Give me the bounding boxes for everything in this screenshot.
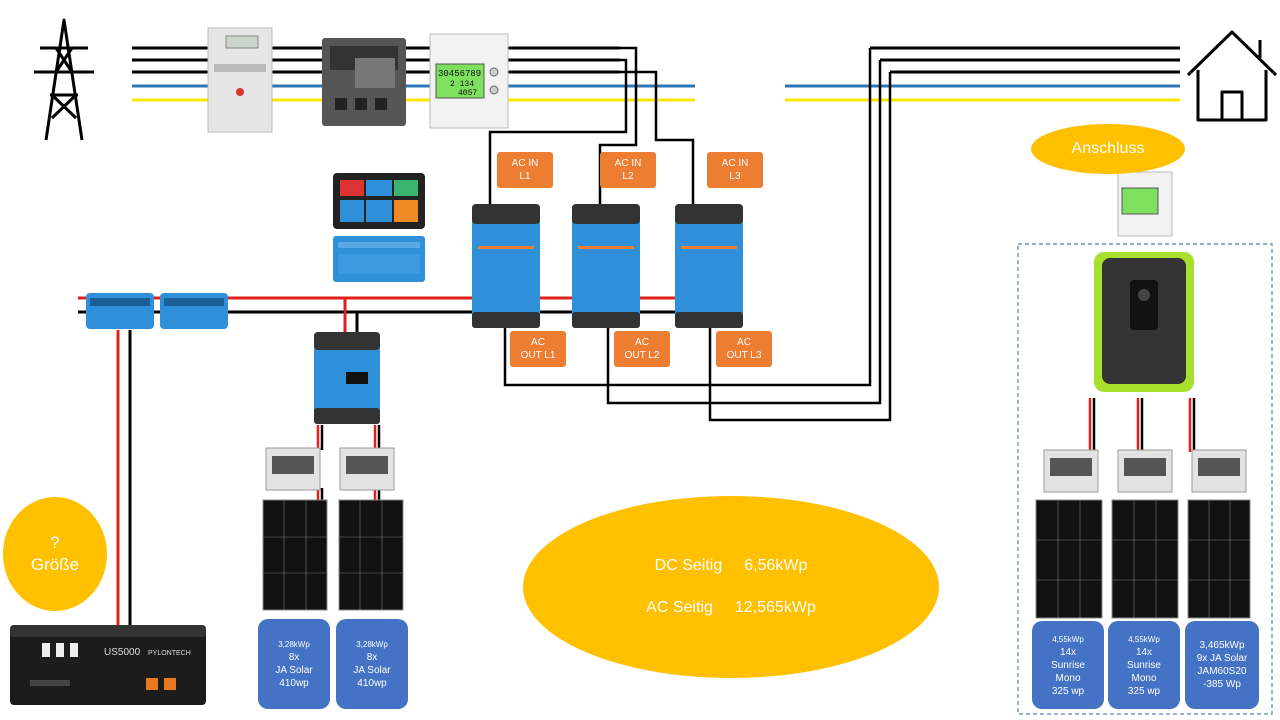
pv-string-wp: 410wp <box>279 678 309 689</box>
ac-system-boundary <box>1017 243 1273 715</box>
ac-out-label: AC OUT L1 <box>510 331 566 367</box>
pv-inverter-icon <box>1094 252 1194 392</box>
pv-string-wp: 325 wp <box>1051 685 1085 697</box>
connection-bubble: Anschluss <box>1031 124 1185 174</box>
dc-label: DC Seitig <box>654 557 723 574</box>
battery-model: US5000 <box>104 647 141 658</box>
meter-line1: 30456789 <box>438 69 481 79</box>
dc-distributor-icon <box>86 293 228 329</box>
dc-value: 6,56kWp <box>744 557 808 574</box>
ac-value: 12,565kWp <box>734 599 816 616</box>
inverter-icon <box>472 204 540 328</box>
inverter-icon <box>572 204 640 328</box>
power-summary-bubble: DC Seitig 6,56kWp AC Seitig 12,565kWp <box>523 496 939 678</box>
pv-string-kwp: 3,28kWp <box>278 640 310 649</box>
combiner-box-icon <box>265 447 1247 493</box>
solar-panel-grid <box>263 500 1250 618</box>
dc-summary: DC Seitig 6,56kWp <box>655 557 808 575</box>
pv-string-label: 4,55kWp 14x Sunrise Mono 325 wp <box>1032 621 1104 709</box>
ac-summary: AC Seitig 12,565kWp <box>646 599 816 617</box>
battery-icon: US5000 PYLONTECH <box>10 625 206 705</box>
pv-string-count: 8x <box>366 652 378 663</box>
power-pylon-icon <box>34 18 94 141</box>
energy-meter-icon <box>1117 171 1173 237</box>
ac-label: AC Seitig <box>646 599 713 616</box>
energy-meter-icon <box>207 27 273 133</box>
meter-line2: 2 134 <box>450 80 474 89</box>
pv-string-count: 8x <box>288 652 300 663</box>
battery-size-question: ? <box>50 533 60 552</box>
energy-meter-icon: 30456789 2 134 4057 <box>429 33 509 129</box>
gx-device-icon <box>333 236 425 282</box>
pv-string-label: 4,55kWp 14x Sunrise Mono 325 wp <box>1108 621 1180 709</box>
breaker-icon <box>322 38 406 126</box>
pv-string-label: 3,28kWp 8x JA Solar 410wp <box>258 619 330 709</box>
pv-string-panel: JA Solar <box>275 665 313 676</box>
mppt-charger-icon <box>314 332 380 424</box>
battery-brand: PYLONTECH <box>148 650 191 657</box>
meter-line3: 4057 <box>458 89 477 98</box>
connection-label: Anschluss <box>1071 140 1145 157</box>
ac-out-label: AC OUT L2 <box>614 331 670 367</box>
pv-string-label: 3,28kWp 8x JA Solar 410wp <box>336 619 408 709</box>
pv-string-panel: -385 Wp <box>1203 679 1241 690</box>
pv-string-wp: 325 wp <box>1127 685 1161 697</box>
pv-string-panel: Sunrise <box>1051 659 1085 671</box>
house-icon <box>1186 30 1278 122</box>
pv-string-panel: Mono <box>1131 672 1157 684</box>
pv-string-kwp: 4,55kWp <box>1128 634 1160 644</box>
battery-size-bubble: ? Größe <box>3 497 107 611</box>
pv-string-panel: Sunrise <box>1127 659 1161 671</box>
ac-in-label: AC IN L3 <box>707 152 763 188</box>
battery-size-label: Größe <box>30 555 80 574</box>
ac-in-label: AC IN L1 <box>497 152 553 188</box>
pv-string-count: 14x <box>1135 646 1153 658</box>
pv-string-label: 3,465kWp 9x JA Solar JAM60S20 -385 Wp <box>1185 621 1259 709</box>
pv-string-count: 14x <box>1059 646 1077 658</box>
pv-string-wp: 410wp <box>357 678 387 689</box>
pv-string-kwp: 3,28kWp <box>356 640 388 649</box>
inverter-icon <box>675 204 743 328</box>
pv-string-count: 9x JA Solar <box>1196 653 1248 664</box>
pv-string-panel: JA Solar <box>353 665 391 676</box>
ac-out-label: AC OUT L3 <box>716 331 772 367</box>
ac-out-wiring <box>503 48 892 422</box>
display-icon <box>333 173 425 229</box>
pv-string-kwp: 4,55kWp <box>1052 634 1084 644</box>
pv-string-panel: Mono <box>1055 672 1081 684</box>
ac-in-label: AC IN L2 <box>600 152 656 188</box>
solar-panel-icon <box>262 499 1251 619</box>
pv-string-panel: JAM60S20 <box>1197 666 1247 677</box>
pv-string-kwp: 3,465kWp <box>1199 640 1245 651</box>
